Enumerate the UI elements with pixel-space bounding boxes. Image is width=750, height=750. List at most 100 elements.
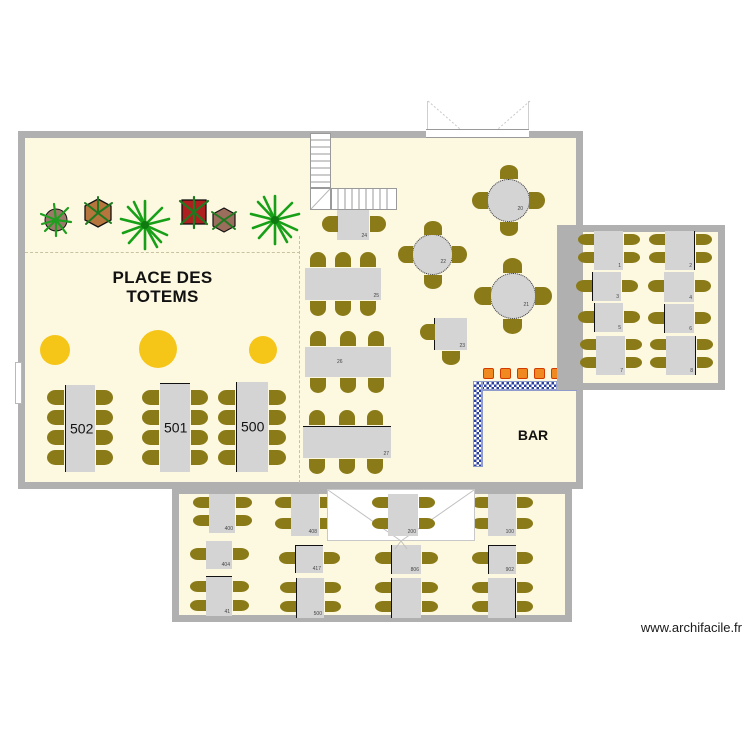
chair-27-t2[interactable] <box>339 410 355 425</box>
chair-25-t2[interactable] <box>335 252 351 267</box>
chair-2-r2[interactable] <box>696 252 712 263</box>
chair-100-r2[interactable] <box>517 518 533 529</box>
chair-26-t2[interactable] <box>340 331 356 346</box>
chair-502-l3[interactable] <box>47 430 64 445</box>
table-2[interactable]: 2 <box>665 231 695 270</box>
chair-4-l1[interactable] <box>648 280 664 292</box>
chair-902-r1[interactable] <box>517 552 533 564</box>
totem-disc-2[interactable] <box>139 330 177 368</box>
chair-500-r2[interactable] <box>269 410 286 425</box>
chair-6-l1[interactable] <box>648 312 664 324</box>
table-417[interactable]: 417 <box>295 545 323 573</box>
totem-disc-1[interactable] <box>40 335 70 365</box>
chair-bc4r3-r2[interactable] <box>517 601 533 612</box>
chair-2-r1[interactable] <box>696 234 712 245</box>
chair-41-r1[interactable] <box>233 581 249 592</box>
table-500-bottom[interactable]: 500 <box>296 578 324 618</box>
chair-24-r[interactable] <box>370 216 386 232</box>
bar-stool-3[interactable] <box>517 368 528 379</box>
entrance-double-door[interactable] <box>426 129 529 138</box>
bar-stool-1[interactable] <box>483 368 494 379</box>
table-6[interactable]: 6 <box>664 304 694 333</box>
chair-22-r[interactable] <box>452 246 467 263</box>
chair-1-l1[interactable] <box>578 234 594 245</box>
chair-26-b3[interactable] <box>368 378 384 393</box>
chair-501-l3[interactable] <box>142 430 159 445</box>
chair-500-r3[interactable] <box>269 430 286 445</box>
chair-404-r1[interactable] <box>233 548 249 560</box>
chair-24-l[interactable] <box>322 216 338 232</box>
chair-5-r1[interactable] <box>624 311 640 323</box>
chair-21-l[interactable] <box>474 287 491 305</box>
chair-500b-r2[interactable] <box>325 601 341 612</box>
chair-22-l[interactable] <box>398 246 413 263</box>
chair-7-r1[interactable] <box>626 339 642 350</box>
chair-20-t[interactable] <box>500 165 518 179</box>
table-806[interactable]: 806 <box>391 545 421 574</box>
chair-200o-r2[interactable] <box>419 518 435 529</box>
chair-bc3r3-l2[interactable] <box>375 601 391 612</box>
chair-8-l1[interactable] <box>650 339 666 350</box>
chair-100-l2[interactable] <box>472 518 488 529</box>
chair-bc3r3-r1[interactable] <box>422 582 438 593</box>
table-502[interactable]: 502 <box>65 385 95 472</box>
table-500[interactable]: 500 <box>236 382 268 472</box>
table-bottom-c4-r3[interactable] <box>488 578 516 618</box>
table-22[interactable]: 22 <box>412 234 453 275</box>
bar-stool-4[interactable] <box>534 368 545 379</box>
table-26[interactable]: 26 <box>305 347 391 377</box>
chair-100-r1[interactable] <box>517 497 533 508</box>
table-23[interactable]: 23 <box>434 318 467 350</box>
chair-5-l1[interactable] <box>578 311 594 323</box>
chair-8-l2[interactable] <box>650 357 666 368</box>
chair-408-l2[interactable] <box>275 518 291 529</box>
chair-3-l1[interactable] <box>576 280 592 292</box>
chair-2-l2[interactable] <box>649 252 665 263</box>
chair-bc3r3-l1[interactable] <box>375 582 391 593</box>
chair-bc4r3-l1[interactable] <box>472 582 488 593</box>
table-20[interactable]: 20 <box>487 179 530 222</box>
chair-501-r1[interactable] <box>191 390 208 405</box>
chair-500-r4[interactable] <box>269 450 286 465</box>
chair-501-r4[interactable] <box>191 450 208 465</box>
chair-502-r2[interactable] <box>96 410 113 425</box>
chair-bc4r3-l2[interactable] <box>472 601 488 612</box>
table-8[interactable]: 8 <box>666 336 696 375</box>
chair-27-b3[interactable] <box>367 459 383 474</box>
chair-2-l1[interactable] <box>649 234 665 245</box>
table-25[interactable]: 25 <box>305 268 381 300</box>
chair-400-l2[interactable] <box>193 515 209 526</box>
table-1[interactable]: 1 <box>594 231 623 270</box>
chair-20-l[interactable] <box>472 192 488 209</box>
chair-200o-l2[interactable] <box>372 518 388 529</box>
chair-501-l2[interactable] <box>142 410 159 425</box>
chair-6-r1[interactable] <box>695 312 711 324</box>
chair-25-b1[interactable] <box>310 301 326 316</box>
chair-400-r2[interactable] <box>236 515 252 526</box>
chair-27-b2[interactable] <box>339 459 355 474</box>
chair-400-l1[interactable] <box>193 497 209 508</box>
chair-25-b2[interactable] <box>335 301 351 316</box>
chair-8-r1[interactable] <box>697 339 713 350</box>
chair-25-t3[interactable] <box>360 252 376 267</box>
chair-417-l1[interactable] <box>279 552 295 564</box>
chair-1-l2[interactable] <box>578 252 594 263</box>
chair-26-t1[interactable] <box>310 331 326 346</box>
chair-23-l[interactable] <box>420 324 435 340</box>
chair-902-l1[interactable] <box>472 552 488 564</box>
totem-disc-3[interactable] <box>249 336 277 364</box>
bar-stool-2[interactable] <box>500 368 511 379</box>
table-5[interactable]: 5 <box>594 303 623 332</box>
table-100[interactable]: 100 <box>488 494 516 536</box>
table-404[interactable]: 404 <box>206 541 232 569</box>
table-3[interactable]: 3 <box>592 272 621 301</box>
chair-500-l2[interactable] <box>218 410 235 425</box>
chair-20-b[interactable] <box>500 222 518 236</box>
chair-27-t1[interactable] <box>309 410 325 425</box>
chair-21-r[interactable] <box>535 287 552 305</box>
chair-806-r1[interactable] <box>422 552 438 564</box>
chair-502-r4[interactable] <box>96 450 113 465</box>
table-501[interactable]: 501 <box>160 383 190 472</box>
chair-100-l1[interactable] <box>472 497 488 508</box>
chair-7-l2[interactable] <box>580 357 596 368</box>
